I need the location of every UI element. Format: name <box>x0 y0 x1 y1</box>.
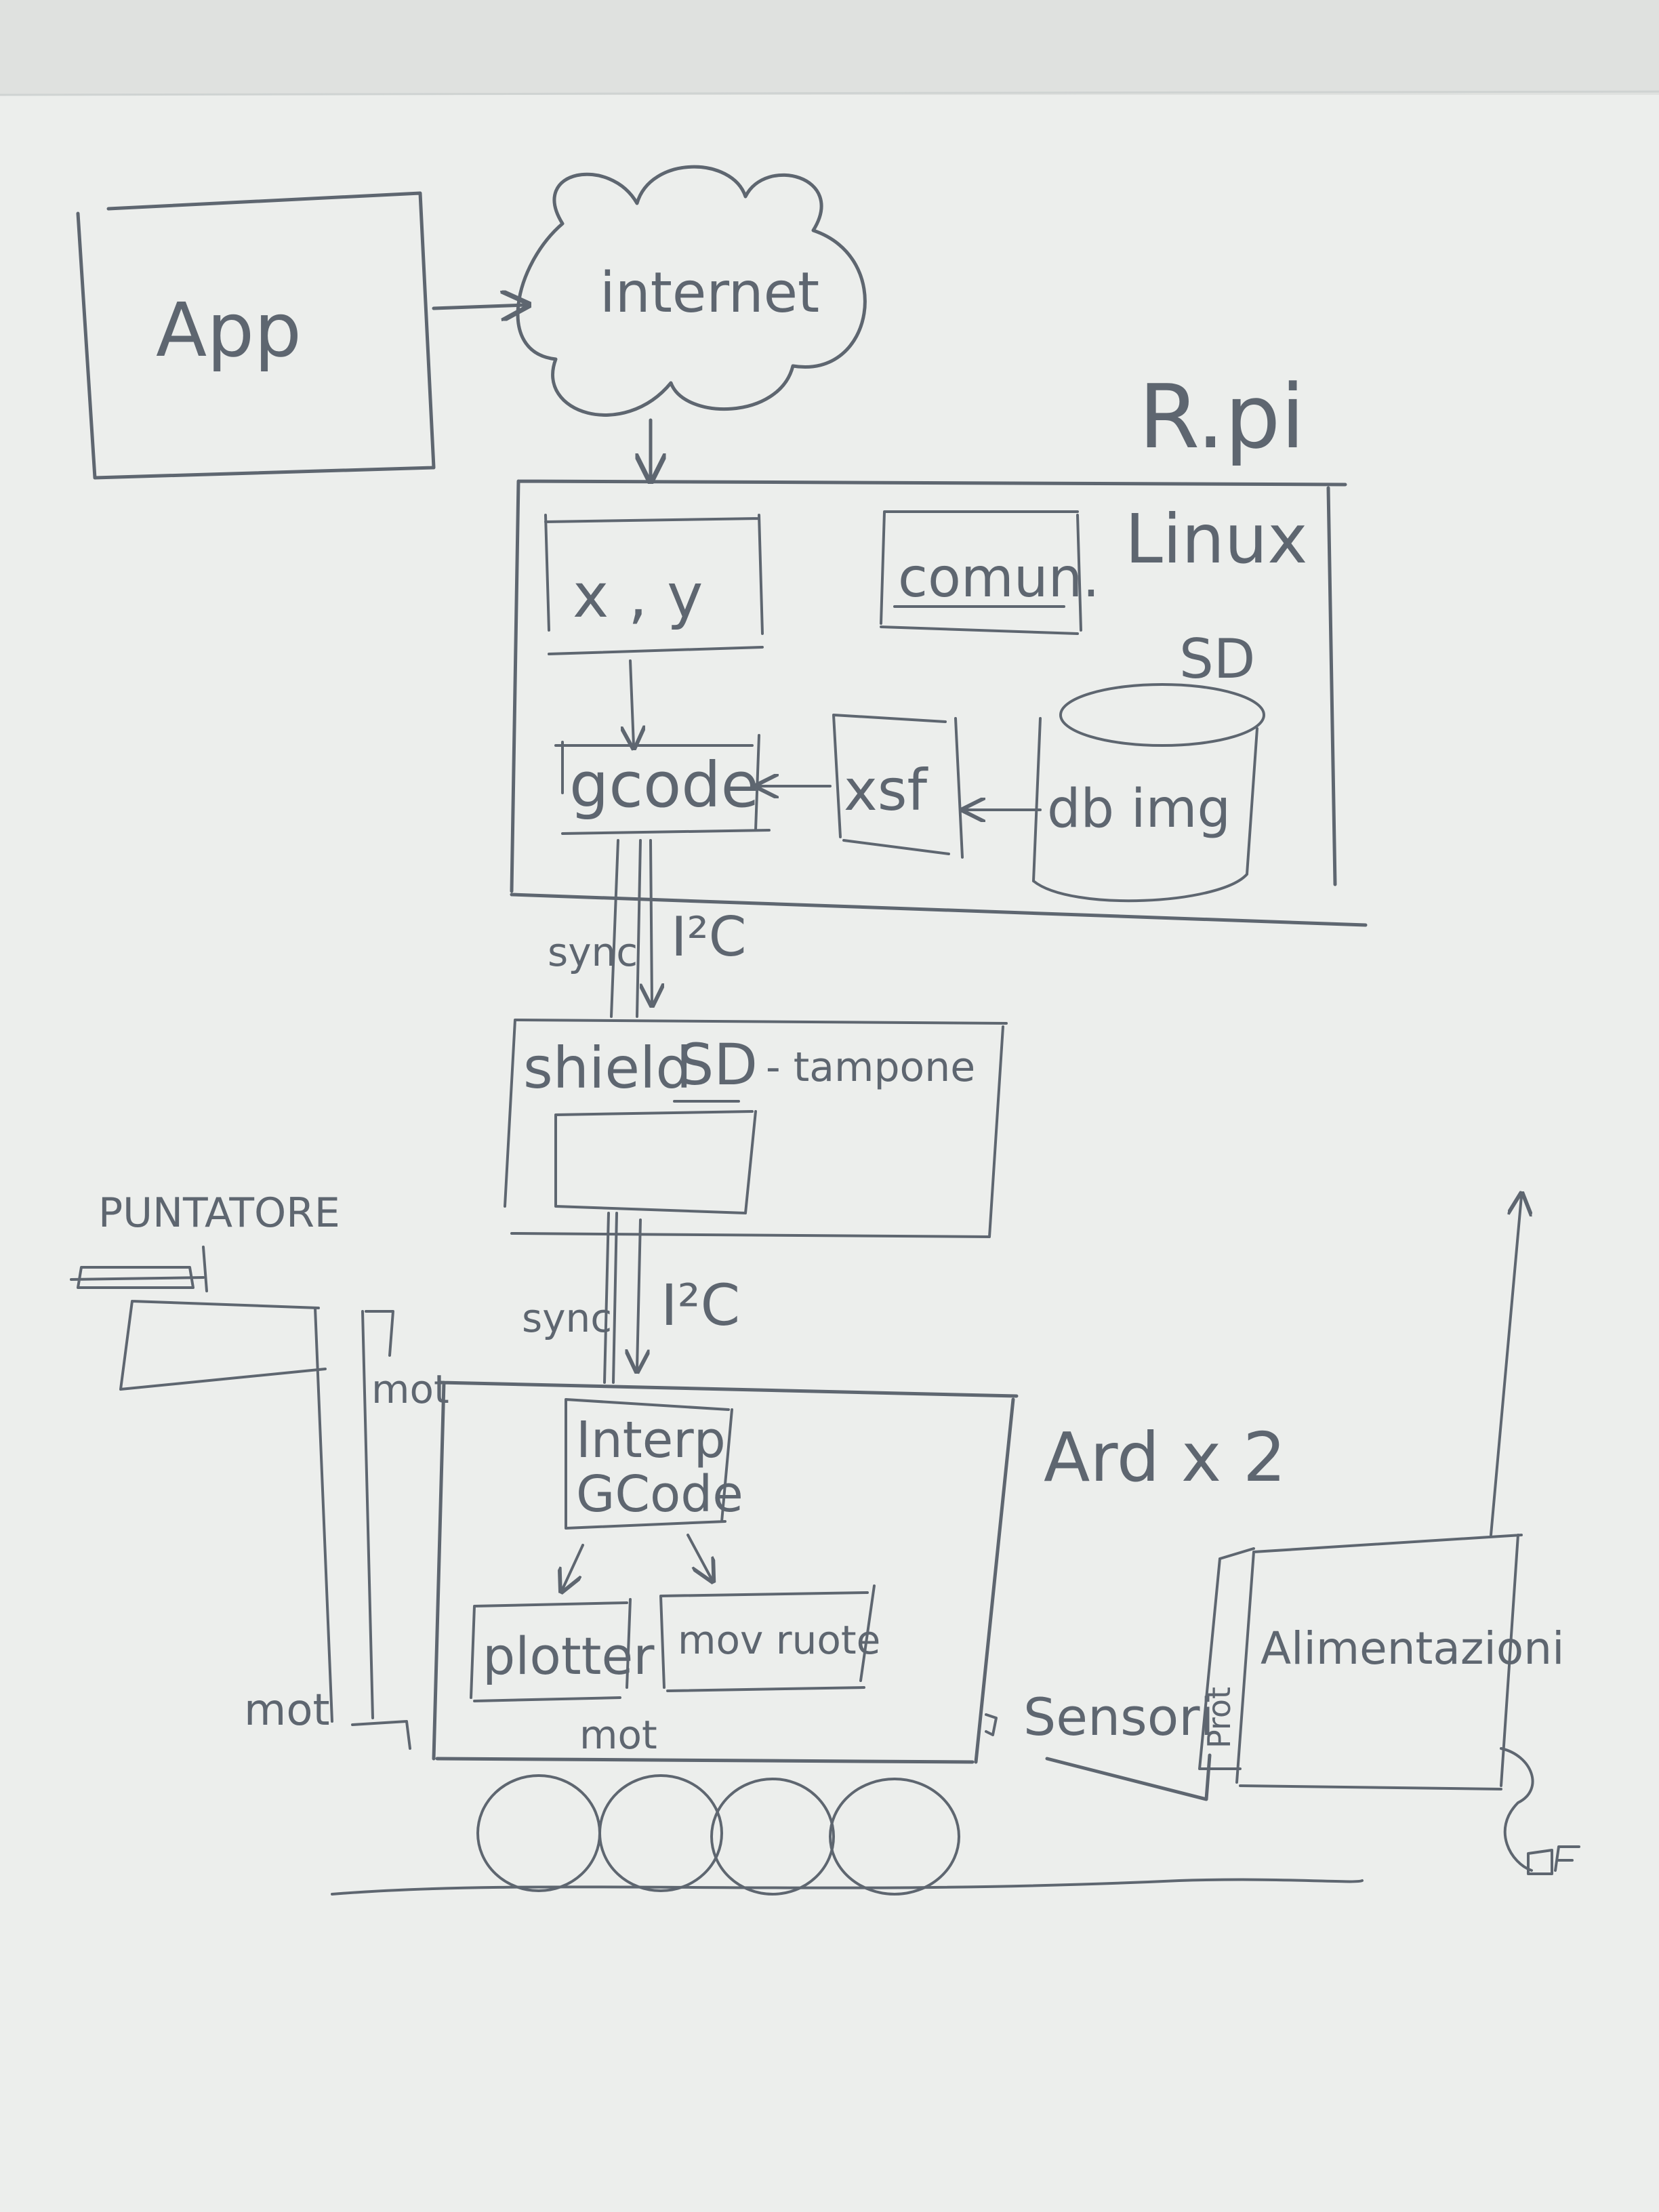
sd-label: SD <box>1179 628 1255 691</box>
arrow-interp-movruote <box>687 1534 712 1579</box>
linux-label: Linux <box>1125 499 1307 579</box>
internet-cloud: internet <box>516 165 867 417</box>
link-shield-ard: sync I²C <box>522 1212 740 1384</box>
tampone-label: - tampone <box>766 1044 975 1091</box>
comun-box: comun. <box>880 510 1100 635</box>
sync-label-1: sync <box>548 929 638 975</box>
comun-label: comun. <box>898 546 1100 609</box>
puntatore: PUNTATORE mot <box>70 1189 449 1723</box>
arrow-xy-gcode <box>630 659 634 745</box>
arrow-interp-plotter <box>562 1544 584 1589</box>
db-img-cylinder: SD db img <box>1032 628 1265 903</box>
interp-gcode-box: Interp GCode <box>565 1398 743 1530</box>
shield-sd-label: SD <box>678 1031 758 1098</box>
xsf-label: xsf <box>844 757 928 823</box>
i2c-label-2: I²C <box>661 1272 740 1338</box>
gcode-box: gcode <box>554 734 771 835</box>
mot-left-connector <box>351 1720 411 1750</box>
shield-box: shield SD - tampone <box>504 1019 1008 1238</box>
ard-label: Ard x 2 <box>1044 1418 1286 1497</box>
paper-top-strip <box>0 0 1659 95</box>
prot-label: Prot <box>1201 1687 1237 1748</box>
db-img-label: db img <box>1047 779 1231 840</box>
mot-top-label: mot <box>371 1366 449 1412</box>
ard-box: Ard x 2 <box>432 1380 1286 1764</box>
internet-label: internet <box>600 261 819 325</box>
sensori: Sensori <box>985 1687 1214 1801</box>
app-box: App <box>76 191 436 480</box>
puntatore-label: PUNTATORE <box>98 1189 340 1237</box>
arrow-app-internet <box>432 305 525 308</box>
sensori-label: Sensori <box>1023 1687 1214 1747</box>
rpi-linux-box: R.pi Linux <box>510 365 1368 927</box>
gcode-label: gcode <box>569 749 759 821</box>
xsf-box: xsf <box>832 714 964 859</box>
rpi-label: R.pi <box>1139 365 1305 468</box>
xy-label: x , y <box>573 560 703 632</box>
plotter-box: plotter <box>470 1598 655 1702</box>
i2c-label-1: I²C <box>671 905 747 968</box>
interp-label-line1: Interp <box>576 1411 726 1469</box>
paper-fold <box>0 90 1659 96</box>
paper-sheet <box>0 54 1659 2212</box>
wheels <box>331 1774 1364 1896</box>
app-label: App <box>156 287 302 373</box>
interp-label-line2: GCode <box>576 1465 743 1523</box>
link-rpi-shield: sync I²C <box>548 839 747 1018</box>
mot-bottom-label: mot <box>579 1712 657 1758</box>
sync-label-2: sync <box>522 1295 612 1341</box>
alimentazioni-box: Prot Alimentazioni <box>1198 1196 1580 1875</box>
plotter-label: plotter <box>483 1626 655 1686</box>
alimentazioni-label: Alimentazioni <box>1261 1622 1564 1675</box>
mov-ruote-box: mov ruote <box>659 1584 880 1692</box>
mov-ruote-label: mov ruote <box>678 1617 880 1663</box>
mot-left-label: mot <box>244 1685 330 1736</box>
xy-box: x , y <box>544 514 764 655</box>
shield-label: shield <box>523 1035 692 1101</box>
